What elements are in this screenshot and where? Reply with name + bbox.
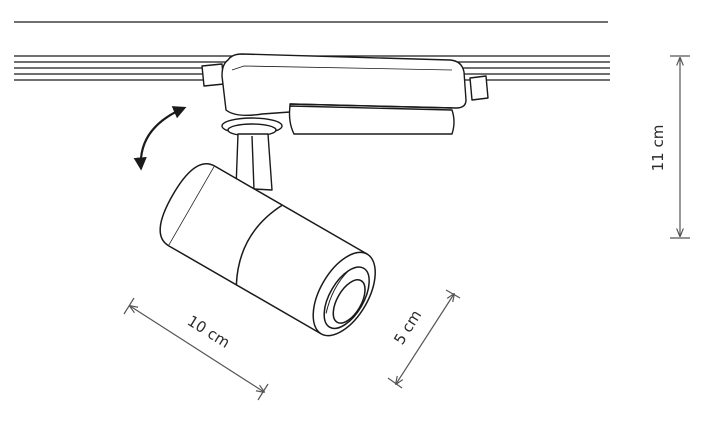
- height-label: 11 cm: [649, 125, 667, 172]
- curved-double-arrow-icon: [133, 106, 187, 171]
- diameter-dimension: 5 cm: [387, 289, 461, 389]
- height-dimension: 11 cm: [649, 55, 690, 239]
- swivel-stem: [235, 133, 273, 191]
- track-adapter: [201, 53, 489, 137]
- diameter-label: 5 cm: [390, 307, 425, 348]
- length-dimension: 10 cm: [123, 297, 269, 401]
- spotlight-body: [159, 163, 376, 337]
